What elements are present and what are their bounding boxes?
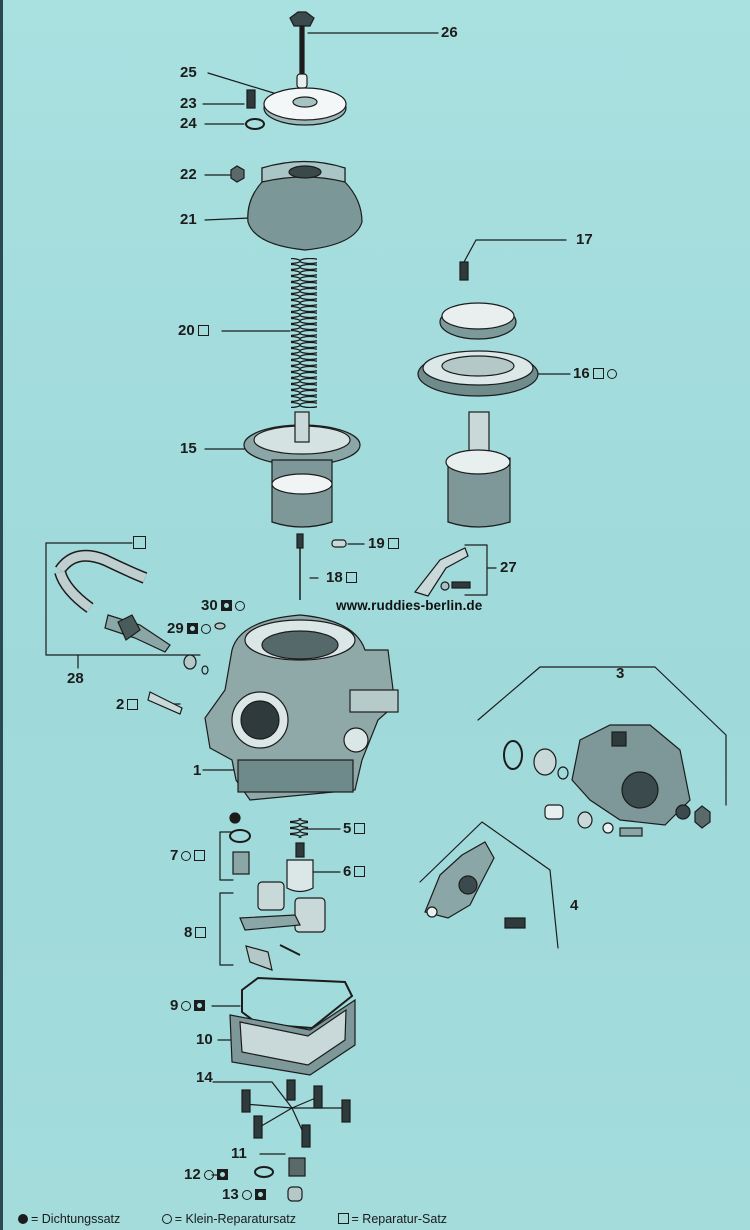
repair-kit-square-icon [127, 699, 139, 710]
part-label-24: 24 [180, 116, 197, 132]
small-kit-circle-icon [241, 1190, 252, 1200]
part-label-22: 22 [180, 167, 197, 183]
part-number: 30 [201, 597, 218, 614]
part-label-10: 10 [196, 1032, 213, 1048]
repair-kit-square-icon [354, 866, 366, 877]
part-label-18: 18 [326, 570, 357, 586]
seal-kit-icon [220, 600, 232, 611]
repair-kit-square-icon [354, 823, 366, 834]
filled-dot-icon [18, 1214, 28, 1224]
legend-seal-kit: = Dichtungssatz [18, 1212, 120, 1226]
part-number: 4 [570, 897, 579, 914]
part-label-7: 7 [170, 847, 206, 864]
part-number: 29 [167, 620, 184, 637]
part-number: 25 [180, 64, 197, 81]
part-number: 16 [573, 365, 590, 382]
part-label-14: 14 [196, 1070, 213, 1086]
part-label-25: 25 [180, 65, 197, 81]
legend: = Dichtungssatz = Klein-Reparatursatz = … [18, 1212, 485, 1226]
part-number: 12 [184, 1166, 201, 1183]
seal-kit-icon [254, 1189, 266, 1200]
repair-kit-square-icon [133, 536, 146, 549]
part-number: 13 [222, 1186, 239, 1203]
part-label-3: 3 [616, 666, 624, 682]
seal-kit-icon [216, 1169, 228, 1180]
legend-seal-text: = Dichtungssatz [31, 1212, 121, 1226]
circle-icon [161, 1214, 172, 1224]
square-icon [337, 1213, 349, 1224]
seal-kit-icon [194, 1000, 206, 1011]
part-number: 14 [196, 1069, 213, 1086]
part-number: 6 [343, 863, 352, 880]
seal-kit-icon [186, 623, 198, 634]
legend-repair-text: = Reparatur-Satz [351, 1212, 448, 1226]
part-label-26: 26 [441, 25, 458, 41]
part-label-28-kit [130, 536, 146, 552]
part-label-28: 28 [67, 671, 84, 687]
part-number: 3 [616, 665, 625, 682]
small-kit-circle-icon [606, 369, 617, 379]
part-number: 8 [184, 924, 193, 941]
part-number: 9 [170, 997, 179, 1014]
part-label-30: 30 [201, 598, 245, 614]
part-number: 5 [343, 820, 352, 837]
part-number: 27 [500, 559, 517, 576]
part-label-20: 20 [178, 323, 209, 339]
repair-kit-square-icon [194, 850, 206, 861]
part-label-6: 6 [343, 863, 366, 880]
part-label-13: 13 [222, 1187, 266, 1203]
part-label-23: 23 [180, 96, 197, 112]
part-label-29: 29 [167, 621, 211, 637]
part-label-19: 19 [368, 536, 399, 552]
part-label-16: 16 [573, 366, 617, 382]
part-number: 24 [180, 115, 197, 132]
part-number: 20 [178, 322, 195, 339]
part-label-12: 12 [184, 1167, 228, 1183]
part-number: 1 [193, 762, 202, 779]
repair-kit-square-icon [345, 572, 357, 583]
part-number: 17 [576, 231, 593, 248]
part-label-21: 21 [180, 212, 197, 228]
part-number: 22 [180, 166, 197, 183]
repair-kit-square-icon [387, 538, 399, 549]
part-number: 23 [180, 95, 197, 112]
part-number: 7 [170, 847, 179, 864]
legend-small-kit: = Klein-Reparatursatz [161, 1212, 297, 1226]
repair-kit-square-icon [197, 325, 209, 336]
left-border [0, 0, 3, 1230]
part-number: 15 [180, 440, 197, 457]
part-number: 26 [441, 24, 458, 41]
part-number: 21 [180, 211, 197, 228]
repair-kit-square-icon [592, 368, 604, 379]
part-number: 2 [116, 696, 125, 713]
part-label-4: 4 [570, 898, 578, 914]
part-label-11: 11 [231, 1146, 247, 1162]
website-watermark: www.ruddies-berlin.de [336, 598, 483, 613]
small-kit-circle-icon [234, 601, 245, 611]
part-label-5: 5 [343, 820, 366, 837]
part-label-15: 15 [180, 441, 197, 457]
part-label-27: 27 [500, 560, 517, 576]
small-kit-circle-icon [181, 1001, 192, 1011]
part-number: 10 [196, 1031, 213, 1048]
part-label-2: 2 [116, 696, 139, 713]
small-kit-circle-icon [181, 851, 192, 861]
legend-small-text: = Klein-Reparatursatz [174, 1212, 297, 1226]
part-number: 18 [326, 569, 343, 586]
part-number: 19 [368, 535, 385, 552]
part-number: 28 [67, 670, 84, 687]
part-label-9: 9 [170, 997, 206, 1014]
part-label-8: 8 [184, 924, 207, 941]
legend-repair-kit: = Reparatur-Satz [337, 1212, 448, 1226]
small-kit-circle-icon [203, 1170, 214, 1180]
repair-kit-square-icon [195, 927, 207, 938]
small-kit-circle-icon [200, 624, 211, 634]
part-number: 11 [231, 1145, 247, 1162]
part-label-1: 1 [193, 763, 201, 779]
part-label-17: 17 [576, 232, 593, 248]
